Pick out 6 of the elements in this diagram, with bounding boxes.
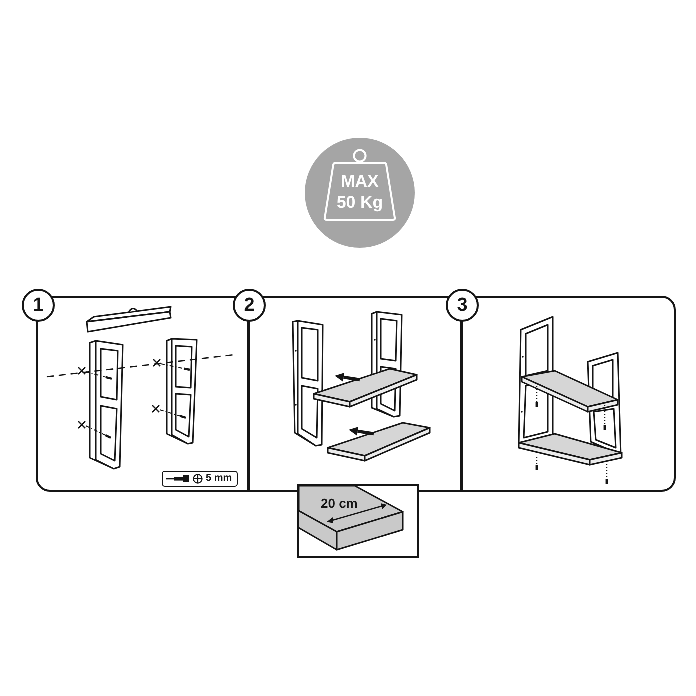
step-number: 1	[22, 289, 55, 322]
weight-limit-text: MAX 50 Kg	[336, 171, 384, 213]
dimension-label: 20 cm	[321, 496, 358, 511]
step-number: 3	[446, 289, 479, 322]
drill-size-label: 5 mm	[206, 473, 232, 485]
step-number: 2	[233, 289, 266, 322]
